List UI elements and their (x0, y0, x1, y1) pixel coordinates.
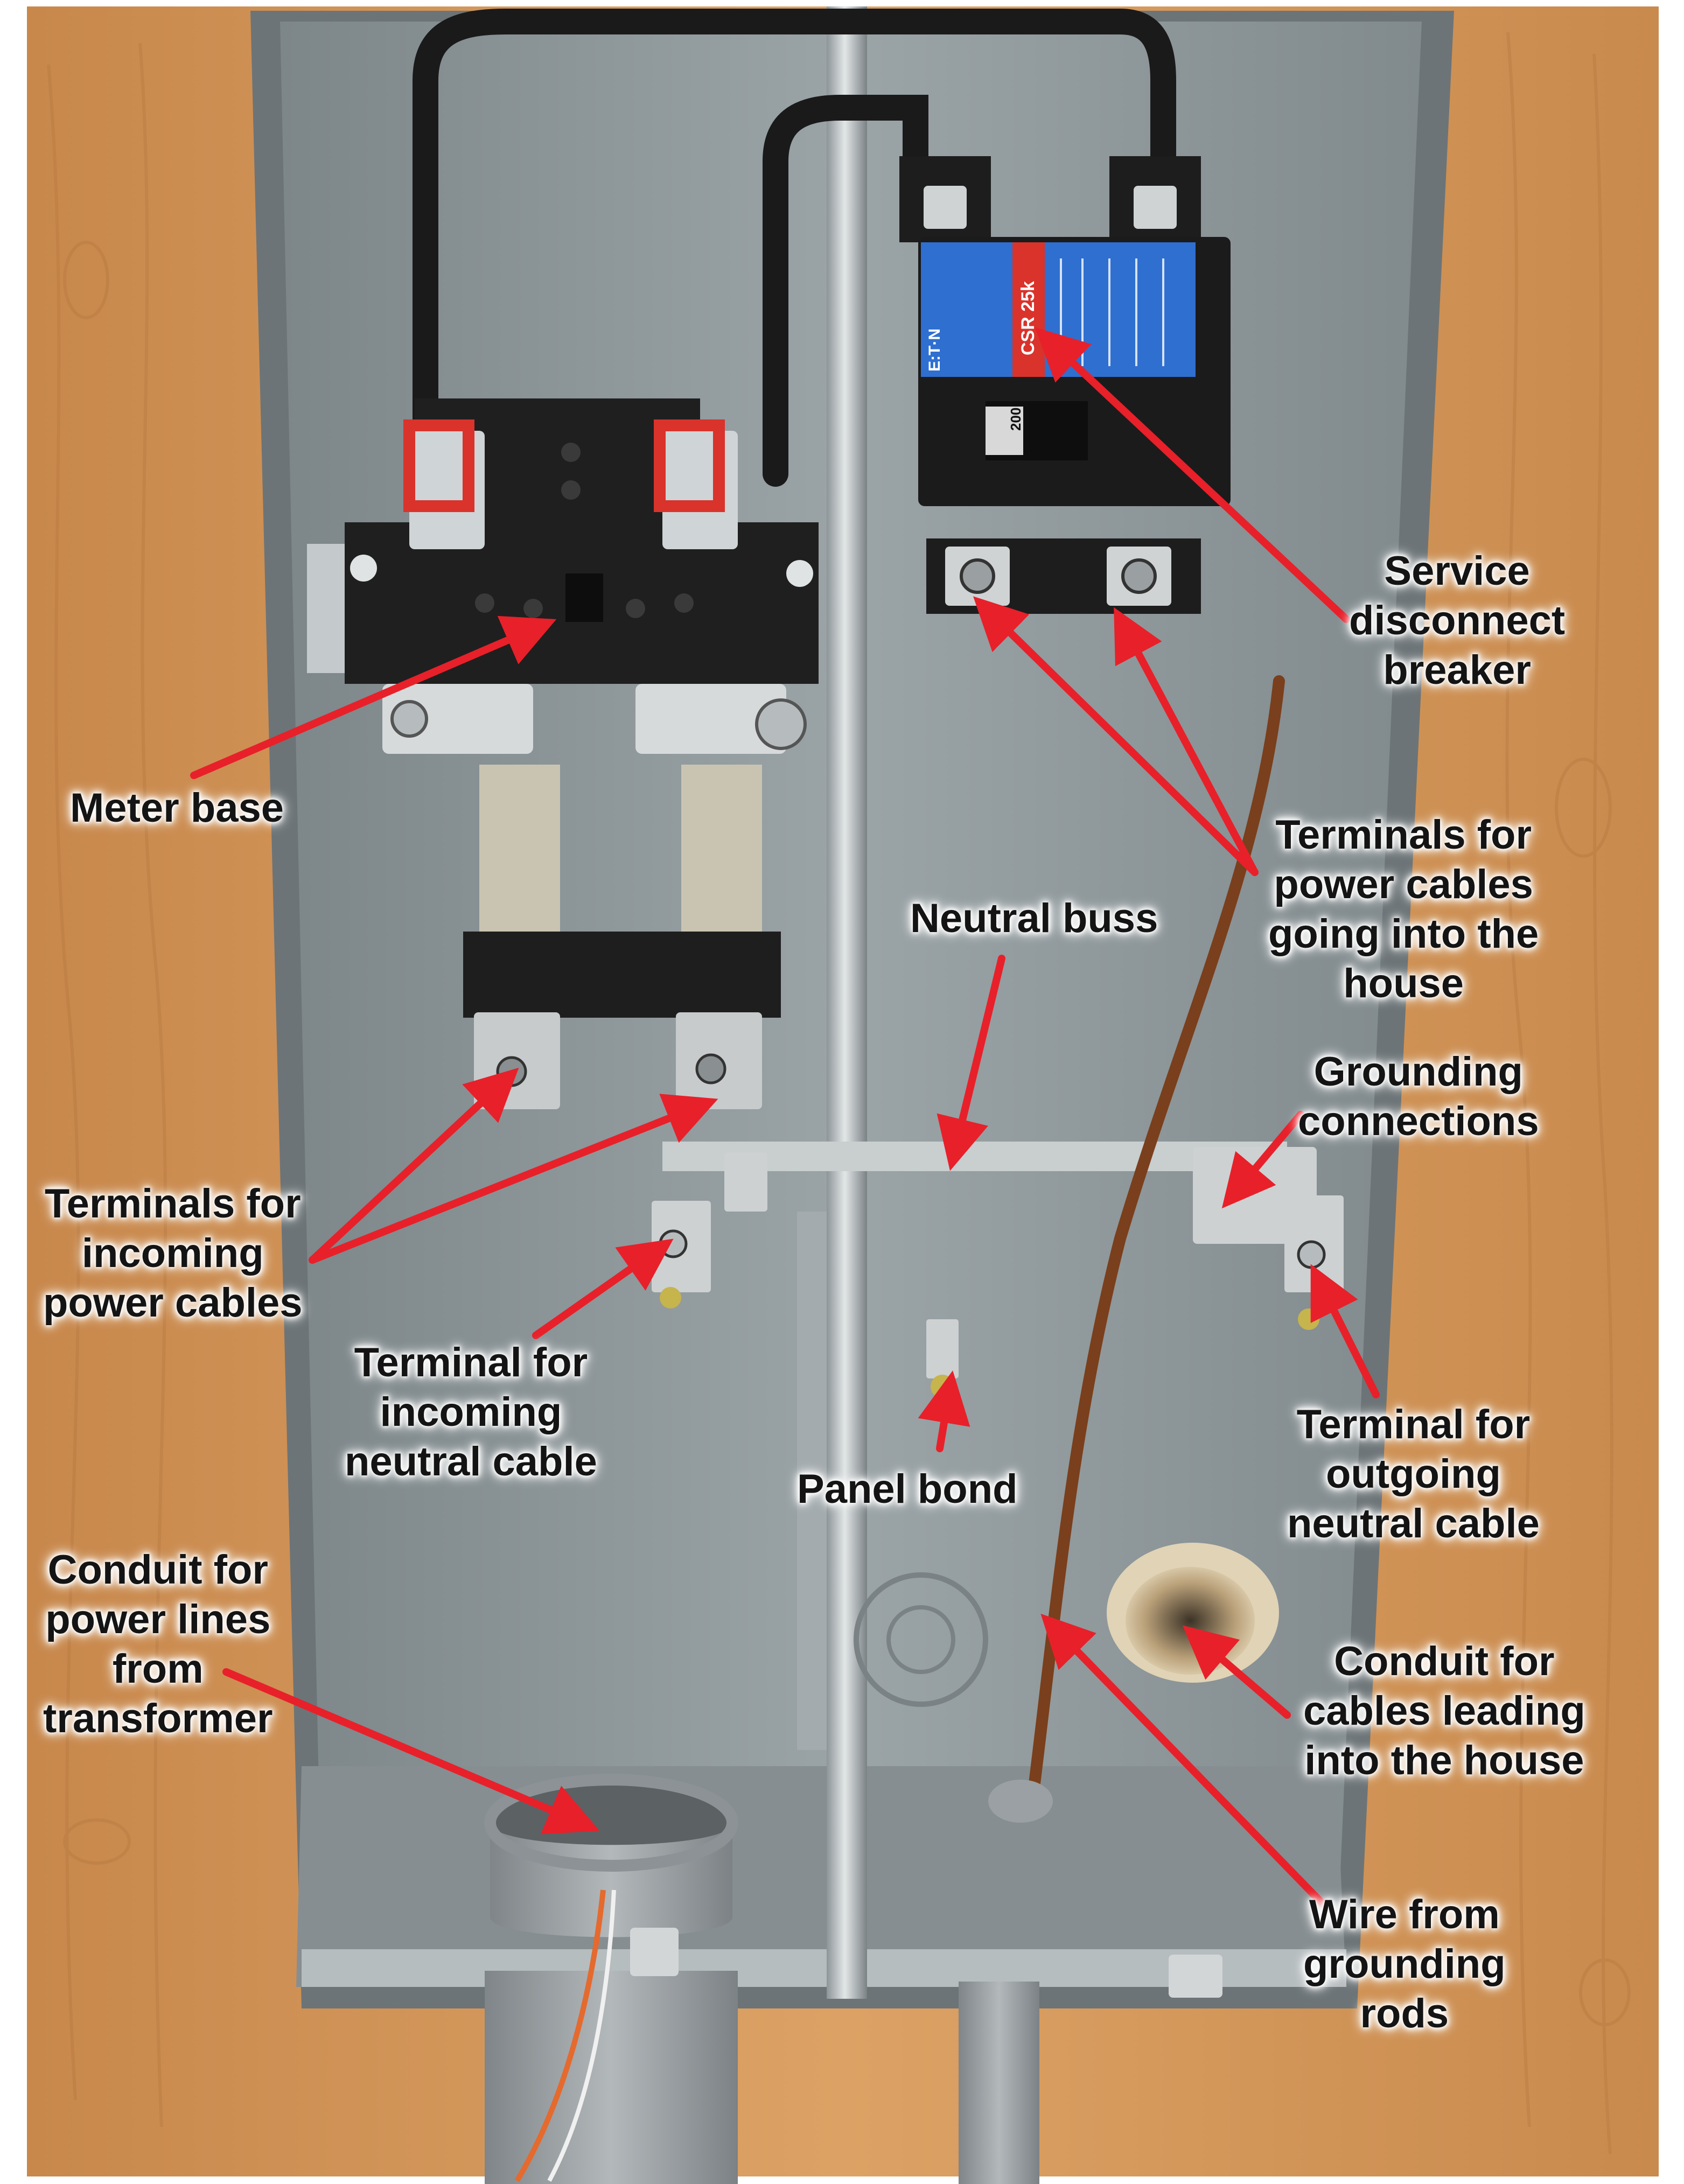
service-cables (413, 8, 1176, 487)
arrow-wire-grounding (1040, 1613, 1339, 1921)
arrow-service-disconnect (1035, 327, 1350, 623)
grounding-wire-grommet (988, 1780, 1053, 1823)
arrow-terminal-house-1 (973, 596, 1259, 876)
breaker-label (921, 242, 1196, 377)
arrow-conduit-transformer (222, 1668, 600, 1835)
label-conduit-transformer: Conduit for power lines from transformer (43, 1547, 273, 1741)
arrow-incoming-terminal-2 (309, 1094, 718, 1264)
breaker-rating-text: 200 (1008, 408, 1024, 431)
callout-arrows (190, 327, 1380, 1921)
arrow-incoming-neutral (532, 1238, 674, 1339)
label-panel-bond: Panel bond (797, 1466, 1018, 1512)
label-terminal-incoming-neutral: Terminal for incoming neutral cable (345, 1340, 597, 1485)
pvc-conduit-transformer (484, 1774, 738, 2184)
wood-grain (47, 32, 1631, 2154)
label-terminals-house: Terminals for power cables going into th… (1268, 812, 1539, 1006)
breaker-model-text: CSR 25k (1018, 281, 1038, 355)
label-terminals-incoming: Terminals for incoming power cables (43, 1181, 303, 1326)
label-terminal-outgoing-neutral: Terminal for outgoing neutral cable (1287, 1402, 1540, 1546)
meter-base (307, 398, 819, 1109)
label-grounding-connections: Grounding connections (1298, 1049, 1539, 1144)
bottom-clamp-right (1169, 1955, 1222, 1998)
center-divider-rail (827, 6, 867, 1999)
label-meter-base: Meter base (70, 785, 284, 831)
breaker-brand-text: E:T·N (926, 328, 944, 372)
label-wire-grounding: Wire from grounding rods (1303, 1892, 1506, 2036)
arrow-terminal-house-2 (1114, 607, 1259, 876)
arrow-panel-bond (918, 1370, 970, 1452)
arrow-incoming-terminal-1 (309, 1067, 519, 1264)
bottom-clamp-left (630, 1928, 679, 1976)
arrow-outgoing-neutral (1310, 1264, 1380, 1398)
arrow-grounding-connections (1221, 1111, 1304, 1209)
label-conduit-house: Conduit for cables leading into the hous… (1303, 1639, 1585, 1783)
arrow-meter-base (190, 615, 557, 779)
label-service-disconnect: Service disconnect breaker (1349, 548, 1566, 693)
arrow-conduit-house (1182, 1625, 1291, 1719)
arrow-neutral-buss (937, 955, 1005, 1171)
right-pipe (959, 1982, 1039, 2184)
label-neutral-buss: Neutral buss (910, 895, 1158, 941)
